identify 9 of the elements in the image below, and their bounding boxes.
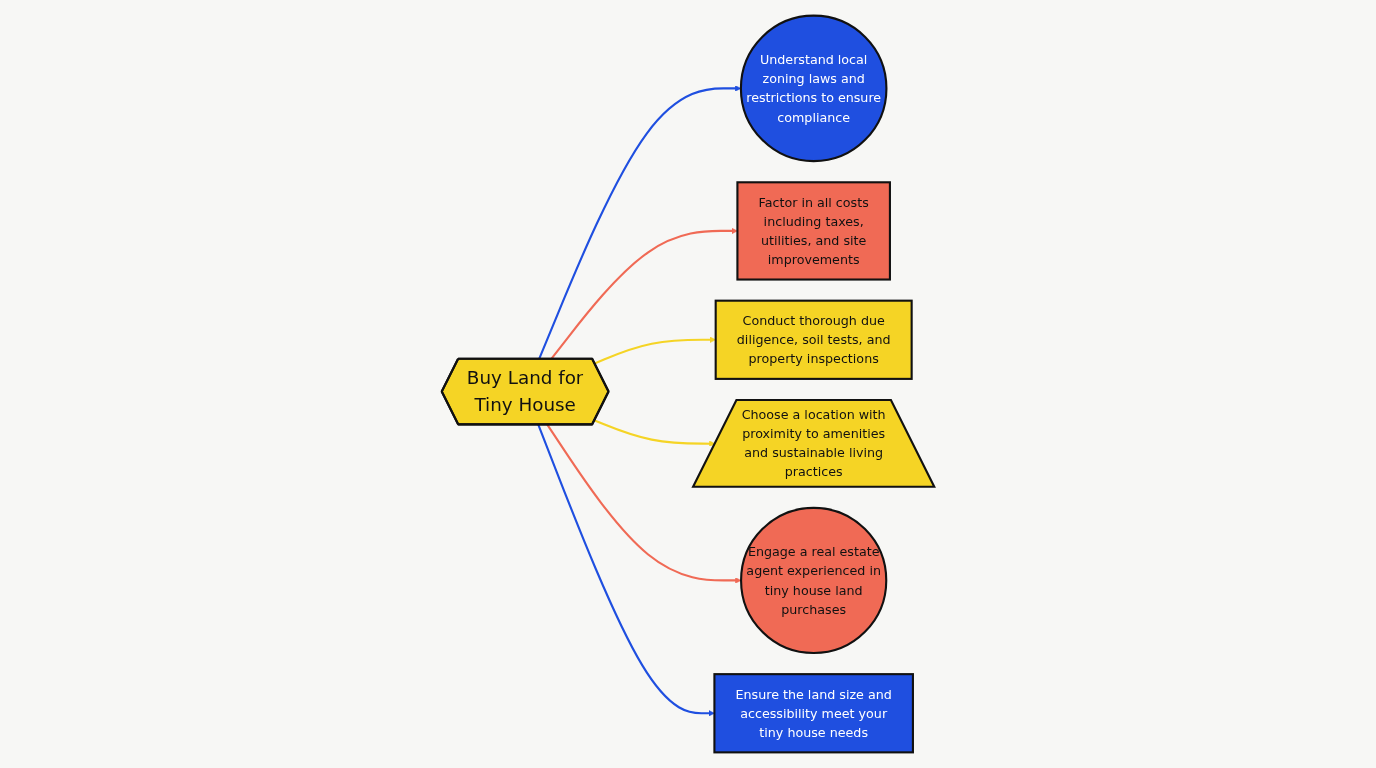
node-box: Factor in all costs including taxes, utilities, and site improvements [736, 181, 891, 281]
node-box: Conduct thorough due diligence, soil tests, and property inspections [714, 299, 913, 380]
arrow [594, 419, 716, 447]
arrow [546, 424, 742, 584]
node-circle: Engage a real estate agent experienced in tiny house land purchases [740, 506, 888, 655]
node-box: Ensure the land size and accessibility meet your tiny house needs [713, 673, 914, 754]
arrow [537, 424, 715, 717]
node-circle: Understand local zoning laws and restrictions to ensure compliance [739, 14, 888, 163]
arrow [594, 336, 716, 365]
